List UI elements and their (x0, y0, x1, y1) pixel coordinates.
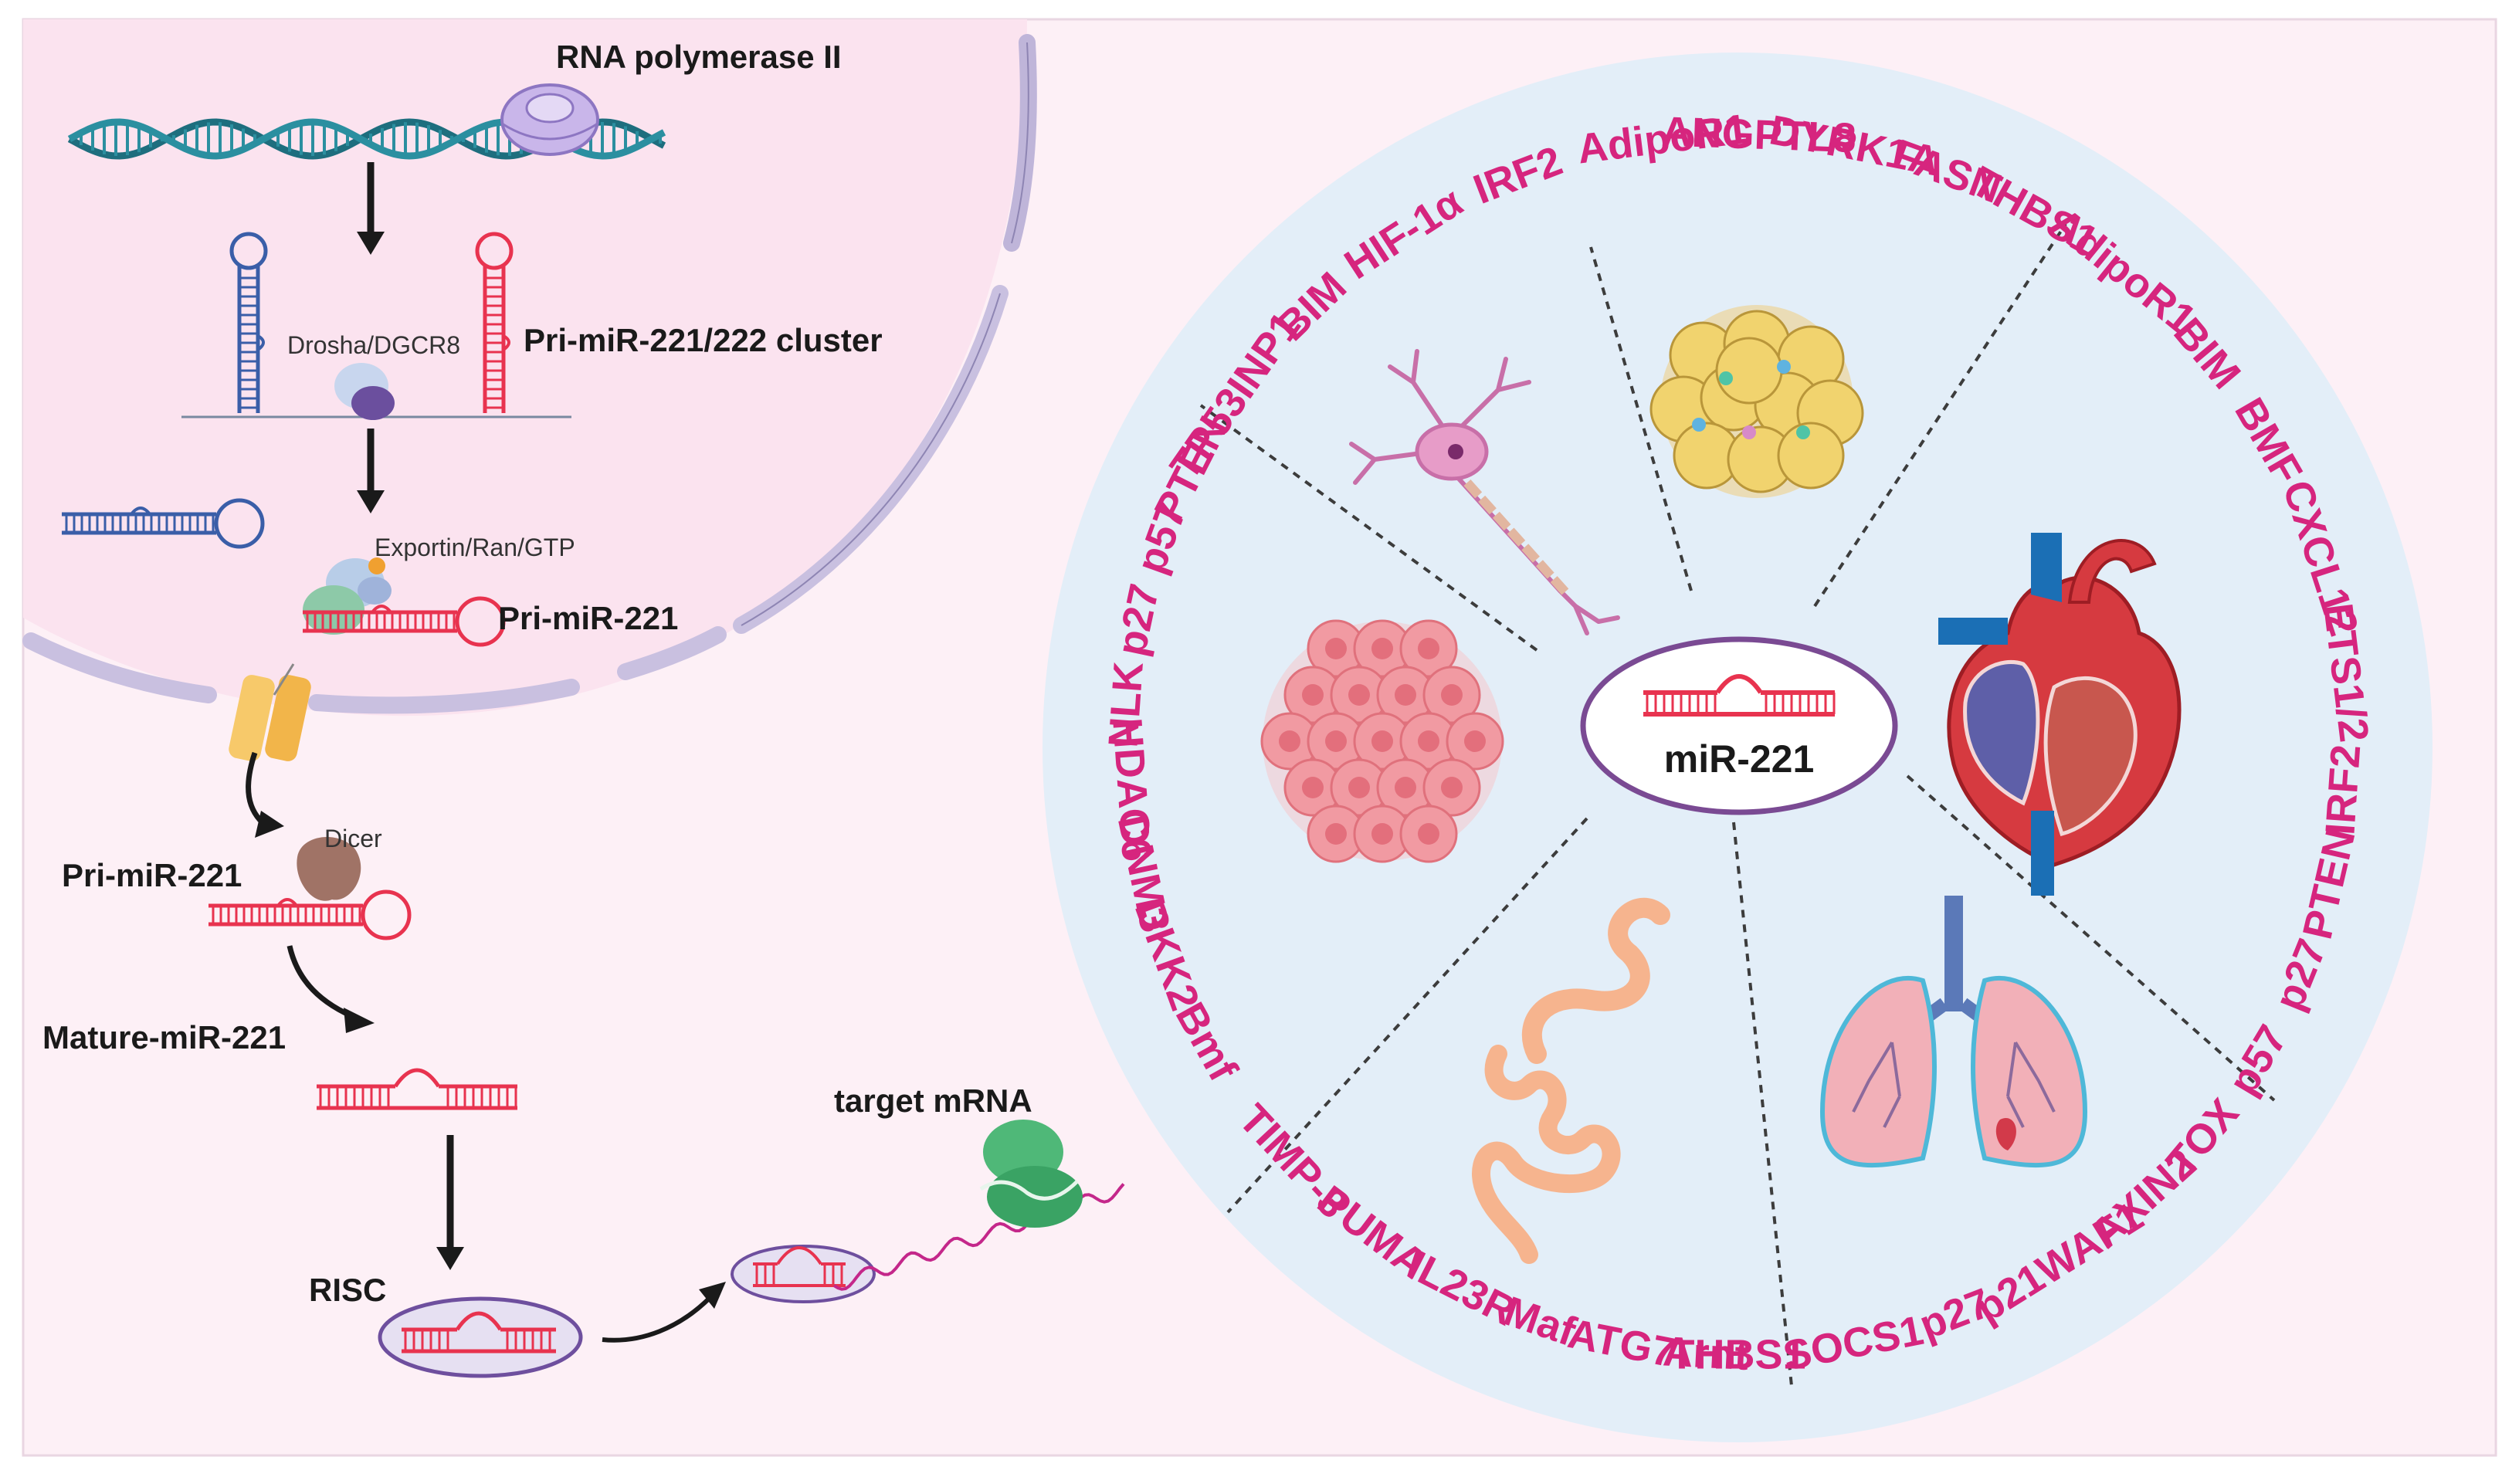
risc-label: RISC (309, 1272, 386, 1308)
arrow-drosha-to-export (357, 429, 385, 513)
intestine-icon (1472, 897, 1670, 1264)
pri-mirna-nuclear-label: Pri-miR-221 (498, 600, 678, 636)
risc-complex-icon (378, 1296, 583, 1378)
mature-label: Mature-miR-221 (42, 1019, 286, 1055)
nuclear-envelope-outline (741, 42, 1029, 626)
pri-mirna-cyto-label: Pri-miR-221 (62, 857, 242, 893)
arrow-dna-to-pri (357, 162, 385, 255)
pre-mirna-blue-icon (62, 498, 265, 549)
pri-mirna-221-nuclear-icon (303, 596, 506, 647)
exportin-complex-icon (303, 557, 392, 635)
risc-target-complex-icon (731, 1245, 876, 1303)
dicer-label: Dicer (324, 825, 382, 852)
target-label-tumor: NLK (1100, 660, 1152, 749)
target-label-intestine: Arnt (1662, 1328, 1750, 1379)
pore-guide-line (273, 663, 295, 696)
target-label-tumor: HDAC6 (1104, 717, 1160, 863)
arrow-mature-to-risc (436, 1135, 464, 1270)
adipose-tissue-icon (1649, 305, 1864, 498)
hub-label: miR-221 (1664, 737, 1815, 781)
nuclear-pore-icon (229, 675, 311, 761)
target-label-adipose: ANGPTL8 (1661, 108, 1857, 161)
pri-hairpin-blue-icon (229, 232, 268, 413)
nucleus (23, 19, 1027, 717)
mature-mirna-icon (317, 1068, 517, 1110)
exportin-label: Exportin/Ran/GTP (375, 534, 575, 561)
pri-mirna-221-cytoplasm-icon (209, 889, 412, 940)
tumor-cluster-icon (1260, 619, 1504, 863)
drosha-label: Drosha/DGCR8 (287, 331, 460, 359)
heart-icon (1938, 533, 2182, 896)
dicer-icon (297, 836, 361, 901)
target-mrna-label: target mRNA (834, 1083, 1032, 1119)
target-label-lung: THBS1 (1669, 1331, 1805, 1377)
mir221-hub: miR-221 (1580, 636, 1898, 815)
pri-hairpin-red-icon (475, 232, 514, 413)
arrow-export-to-dicer (246, 751, 284, 838)
target-label-heart: IRF2 (2317, 743, 2369, 836)
drosha-icon (334, 363, 395, 420)
pri-cluster-label: Pri-miR-221/222 cluster (524, 322, 883, 358)
neuron-icon (1349, 349, 1620, 635)
arrow-dicer-to-mature (286, 945, 375, 1033)
ribosome-icon (979, 1120, 1083, 1228)
rna-polymerase-icon (500, 83, 599, 156)
lung-icon (1819, 896, 2088, 1168)
sector-dividers (1199, 222, 2276, 1387)
arrow-risc-to-target (602, 1282, 726, 1343)
rna-polymerase-label: RNA polymerase II (556, 39, 842, 75)
